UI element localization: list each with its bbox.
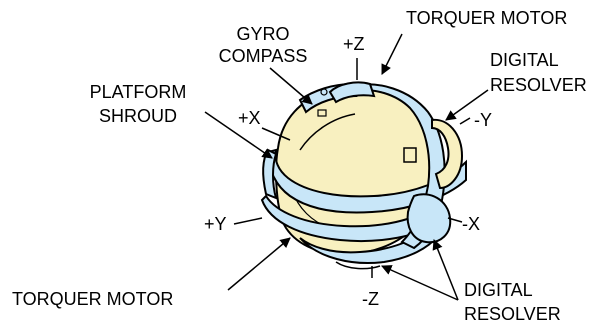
platform-shroud-label-line2: SHROUD [99,106,177,126]
plus-y-label: +Y [204,214,227,234]
minus-x-resolver-housing [408,194,451,242]
digital-resolver-top-label-line1: DIGITAL [490,50,559,70]
gyro-compass-label-line1: GYRO [236,24,289,44]
minus-y-label: -Y [474,110,492,130]
minus-z-label: -Z [362,289,379,309]
digital-resolver-top-label-line2: RESOLVER [490,75,587,95]
torquer-motor-bottom-label: TORQUER MOTOR [12,289,173,309]
torquer-motor-top-label: TORQUER MOTOR [406,8,567,28]
gyro-compass-label-line2: COMPASS [219,46,308,66]
platform-shroud-label-line1: PLATFORM [90,82,187,102]
digital-resolver-bottom-label-line2: RESOLVER [464,304,561,324]
plus-x-label: +X [238,108,261,128]
minus-x-label: -X [462,214,480,234]
plus-z-label: +Z [343,34,365,54]
digital-resolver-bottom-label-line1: DIGITAL [464,280,533,300]
